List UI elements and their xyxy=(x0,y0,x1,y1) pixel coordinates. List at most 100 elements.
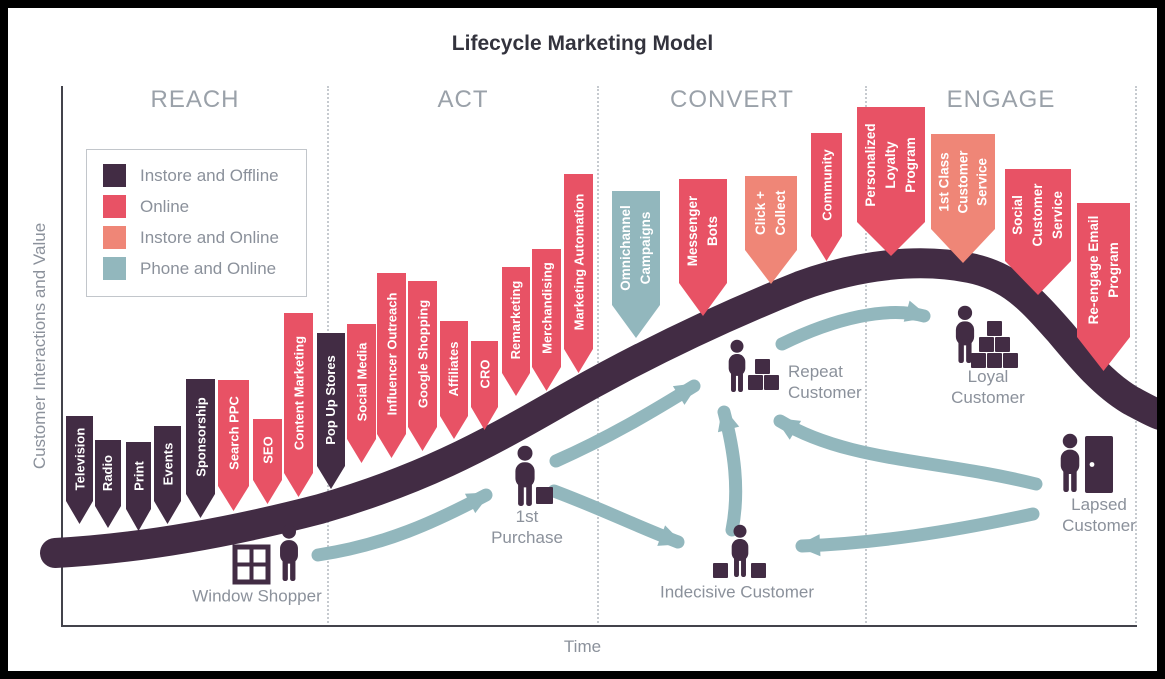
journey-node-lapsed-customer xyxy=(1060,433,1113,493)
purchase-box-icon xyxy=(971,353,986,368)
arrow-first-purchase-to-repeat-customer xyxy=(549,379,701,468)
arrow-first-purchase-to-indecisive-customer xyxy=(547,484,685,549)
phase-divider xyxy=(597,86,599,627)
journey-node-loyal-customer xyxy=(955,305,1018,368)
banner-label: Print xyxy=(131,460,146,491)
banner-label: Affiliates xyxy=(446,341,461,396)
person-icon xyxy=(1060,433,1080,492)
phase-divider xyxy=(1135,86,1137,627)
journey-node-window-shopper xyxy=(232,524,298,585)
door-icon xyxy=(1085,436,1113,493)
banner-content-marketing: Content Marketing xyxy=(284,313,313,497)
purchase-box-icon xyxy=(764,375,779,390)
legend-swatch xyxy=(103,164,126,187)
purchase-box-icon xyxy=(1003,353,1018,368)
phase-divider xyxy=(865,86,867,627)
purchase-box-icon xyxy=(987,353,1002,368)
legend-label: Phone and Online xyxy=(140,258,277,278)
banner-label: Community xyxy=(819,148,834,221)
phase-header-convert: CONVERT xyxy=(670,86,794,113)
banner-label: Social Media xyxy=(354,342,369,421)
banner-marketing-automation: Marketing Automation xyxy=(564,174,593,373)
legend-swatch xyxy=(103,195,126,218)
arrow-lapsed-customer-to-repeat-customer xyxy=(773,414,1043,491)
legend-item-phone-and-online: Phone and Online xyxy=(103,257,276,280)
legend-item-instore-and-online: Instore and Online xyxy=(103,226,279,249)
banner-community: Community xyxy=(811,133,842,261)
diagram-title: Lifecycle Marketing Model xyxy=(451,32,714,55)
banner-label: Merchandising xyxy=(539,262,554,354)
legend-item-online: Online xyxy=(103,195,189,218)
legend-swatch xyxy=(103,226,126,249)
banner-television: Television xyxy=(66,416,93,524)
banner-merchandising: Merchandising xyxy=(532,249,561,391)
banner-label: SEO xyxy=(260,435,275,464)
legend-swatch xyxy=(103,257,126,280)
arrow-lapsed-customer-to-indecisive-customer xyxy=(795,507,1040,557)
banner-radio: Radio xyxy=(95,440,121,528)
purchase-box-icon xyxy=(755,359,770,374)
banner-events: Events xyxy=(154,426,181,524)
person-icon xyxy=(728,339,746,392)
banner-label: Pop Up Stores xyxy=(323,354,338,445)
banner-affiliates: Affiliates xyxy=(440,321,468,439)
banner-label: Influencer Outreach xyxy=(384,292,399,415)
journey-label-indecisive-customer: Indecisive Customer xyxy=(659,582,815,602)
phase-header-engage: ENGAGE xyxy=(946,86,1056,113)
banner-social-media: Social Media xyxy=(347,324,376,463)
x-axis-label: Time xyxy=(563,637,602,656)
person-icon xyxy=(280,524,298,581)
purchase-box-icon xyxy=(995,337,1010,352)
banner-influencer-outreach: Influencer Outreach xyxy=(377,273,406,458)
legend-label: Online xyxy=(140,196,190,216)
arrow-window-shopper-to-first-purchase xyxy=(311,488,493,562)
banner-label: CRO xyxy=(477,359,492,389)
banner-label: Remarketing xyxy=(508,280,523,360)
banner-label: Television xyxy=(72,427,87,490)
arrow-indecisive-customer-to-repeat-customer xyxy=(717,405,743,537)
purchase-box-icon xyxy=(979,337,994,352)
banner-label: Google Shopping xyxy=(415,299,430,409)
journey-node-repeat-customer xyxy=(728,339,779,392)
x-axis-line xyxy=(62,625,1137,627)
banner-label: Content Marketing xyxy=(291,335,306,451)
banner-print: Print xyxy=(126,442,151,531)
person-icon xyxy=(731,524,749,577)
banner-sponsorship: Sponsorship xyxy=(186,379,215,518)
purchase-box-icon xyxy=(751,563,766,578)
banner-pop-up-stores: Pop Up Stores xyxy=(317,333,345,489)
window-icon xyxy=(232,544,271,585)
y-axis-label: Customer Interactions and Value xyxy=(30,222,49,470)
purchase-box-icon xyxy=(987,321,1002,336)
banner-remarketing: Remarketing xyxy=(502,267,530,396)
banner-label: Marketing Automation xyxy=(571,193,586,330)
purchase-box-icon xyxy=(748,375,763,390)
journey-label-window-shopper: Window Shopper xyxy=(192,586,322,606)
legend-label: Instore and Offline xyxy=(140,165,279,185)
banner-label: Search PPC xyxy=(226,396,241,470)
journey-node-first-purchase xyxy=(515,445,553,506)
arrow-repeat-customer-to-loyal-customer xyxy=(775,300,931,351)
banner-search-ppc: Search PPC xyxy=(218,380,249,511)
lifecycle-curve xyxy=(40,248,1165,568)
banner-label: Events xyxy=(160,442,175,485)
purchase-box-icon xyxy=(536,487,553,504)
purchase-box-icon xyxy=(713,563,728,578)
journey-node-indecisive-customer xyxy=(713,524,766,578)
